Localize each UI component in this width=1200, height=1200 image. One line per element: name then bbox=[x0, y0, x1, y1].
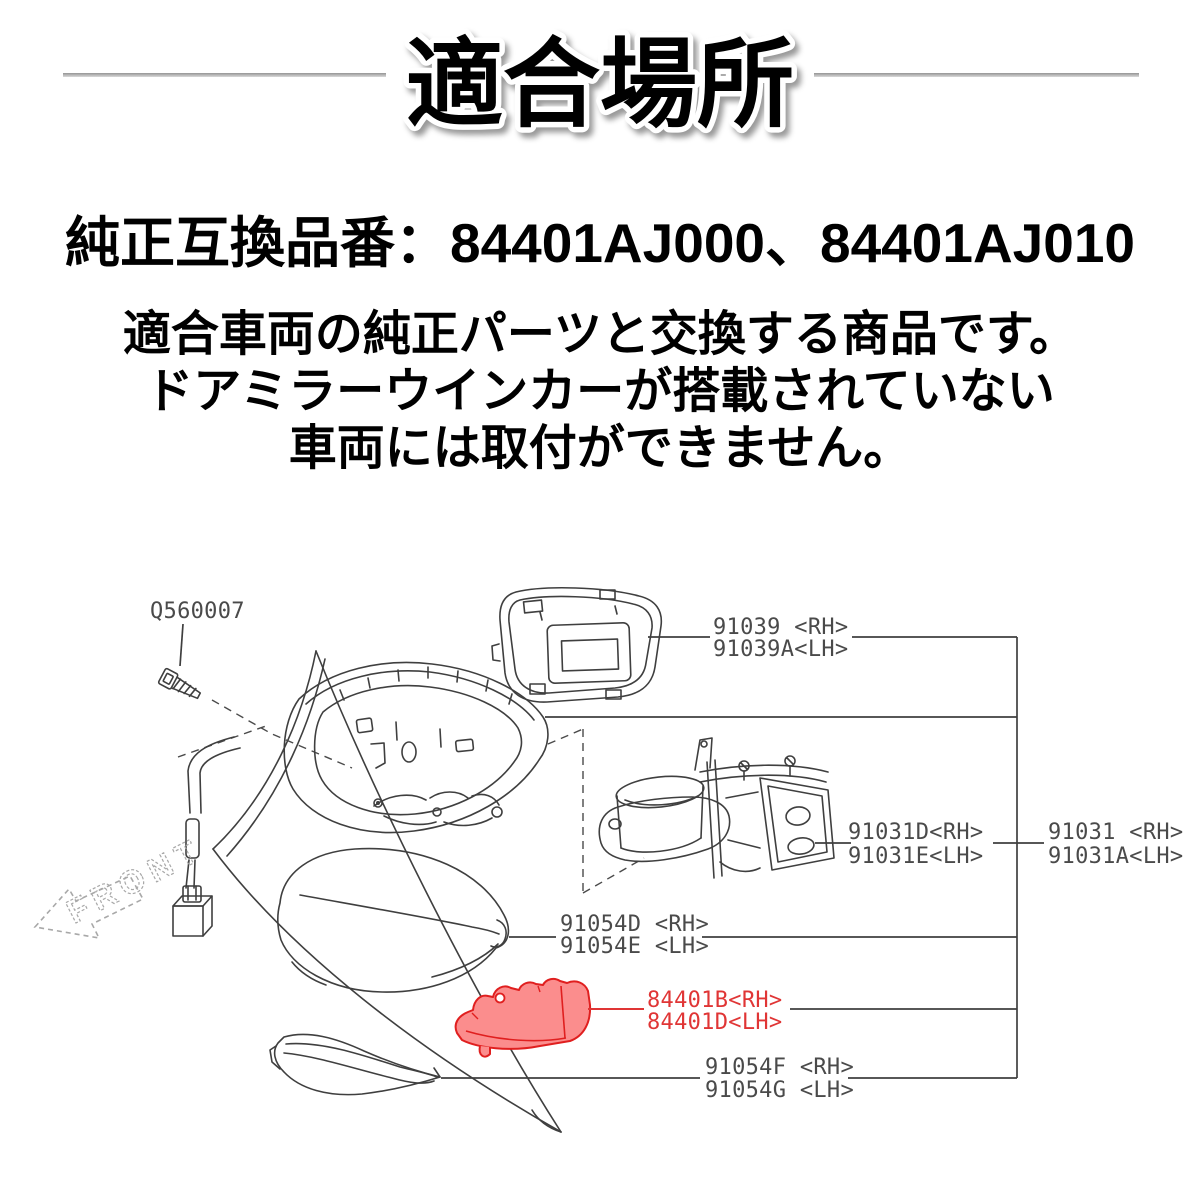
description-line-1: 適合車両の純正パーツと交換する商品です。 bbox=[122, 308, 1078, 361]
label-cover-rh: 91054D <RH> bbox=[560, 912, 709, 937]
leader-lines bbox=[441, 636, 1044, 1079]
header-divider-right bbox=[814, 73, 1139, 77]
label-actuator-rh: 91031D<RH> bbox=[848, 820, 983, 845]
label-actuator-lh: 91031E<LH> bbox=[848, 844, 983, 869]
door-corner-sail-drawing bbox=[212, 650, 562, 1133]
label-bolt: Q560007 bbox=[150, 599, 245, 624]
mirror-cover-drawing bbox=[277, 847, 510, 993]
description-paragraph: 適合車両の純正パーツと交換する商品です。 ドアミラーウインカーが搭載されていない… bbox=[0, 306, 1200, 477]
front-direction-marker: FRONT bbox=[33, 829, 210, 940]
label-cover-lh: 91054E <LH> bbox=[560, 934, 709, 959]
turn-signal-lens-drawing bbox=[454, 977, 592, 1058]
label-lower-cover-rh: 91054F <RH> bbox=[705, 1055, 854, 1080]
label-turn-signal-lh: 84401D<LH> bbox=[647, 1010, 782, 1035]
front-arrow-icon bbox=[33, 874, 145, 940]
description-line-2: ドアミラーウインカーが搭載されていない bbox=[145, 365, 1055, 418]
header-divider-left bbox=[63, 73, 386, 77]
compatible-part-number: 純正互換品番：84401AJ000、84401AJ010 bbox=[64, 212, 1136, 274]
label-assembly-lh: 91031A<LH> bbox=[1048, 844, 1183, 869]
lower-cover-strip-drawing bbox=[269, 1033, 441, 1096]
label-turn-signal-rh: 84401B<RH> bbox=[647, 988, 782, 1013]
mirror-housing-drawing bbox=[283, 661, 549, 834]
label-assembly-rh: 91031 <RH> bbox=[1048, 820, 1183, 845]
mirror-glass-drawing bbox=[491, 586, 663, 703]
mirror-actuator-drawing bbox=[598, 737, 835, 879]
label-lower-cover-lh: 91054G <LH> bbox=[705, 1078, 854, 1103]
label-glass-lh: 91039A<LH> bbox=[713, 637, 848, 662]
wiring-harness-drawing bbox=[172, 736, 241, 937]
label-glass-rh: 91039 <RH> bbox=[713, 615, 848, 640]
bolt-drawing bbox=[157, 623, 353, 769]
header-title-area: 適合場所 bbox=[401, 25, 800, 145]
description-line-3: 車両には取付ができません。 bbox=[288, 422, 912, 475]
page-title: 適合場所 bbox=[406, 30, 794, 139]
projection-dashed-lines bbox=[547, 728, 645, 894]
